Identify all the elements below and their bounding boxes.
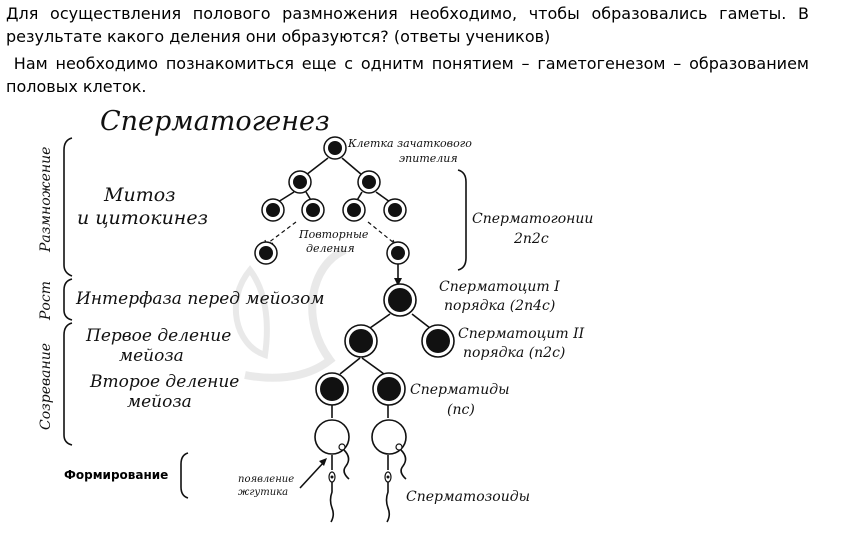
stage-maturation-label: Созревание (38, 343, 54, 430)
flagellum-arrow (299, 461, 325, 489)
lineage-lines (277, 157, 431, 470)
spermatogonia-formula: 2n2c (513, 231, 549, 247)
bracket-spermatogonia (457, 169, 467, 271)
flagellum-label-line1: появление (238, 474, 294, 485)
spermatocyte-1-cell (383, 283, 417, 317)
flagellum-label-line2: жгутика (238, 487, 288, 498)
forming-sperm-cell (314, 419, 407, 480)
spermatocyte-2-cell (344, 324, 455, 358)
stage-brackets (63, 137, 189, 499)
stage-formation-label: Формирование (64, 468, 168, 482)
mitosis-label: Митоз (103, 184, 176, 206)
meiosis1-label-line1: Первое деление (85, 326, 231, 346)
spermatids-label: Сперматиды (410, 382, 510, 398)
spermatocyte-1-formula: порядка (2n4c) (444, 298, 555, 314)
diagram-title: Сперматогенез (100, 106, 330, 137)
bracket-maturation (63, 322, 73, 446)
spermatocyte-2-formula: порядка (n2c) (463, 345, 565, 361)
spermatid-cell (315, 372, 406, 406)
gametogenesis-text: Нам необходимо познакомиться еще с однит… (6, 54, 809, 96)
bracket-formation (180, 452, 189, 499)
meiosis2-label-line1: Второе деление (89, 372, 239, 392)
gametogenesis-paragraph: Нам необходимо познакомиться еще с однит… (6, 52, 809, 98)
watermark-leaf-logo (232, 246, 347, 382)
interphase-label: Интерфаза перед мейозом (75, 289, 324, 309)
spermatocyte-1-label: Сперматоцит I (439, 279, 560, 295)
bracket-growth (63, 278, 73, 321)
spermatogonia-label: Сперматогонии (472, 211, 593, 227)
stage-reproduction-label: Размножение (38, 147, 54, 253)
spermatozoa-label: Сперматозоиды (406, 489, 530, 505)
spermatocyte-2-label: Сперматоцит II (458, 326, 585, 342)
bracket-reproduction (63, 137, 73, 277)
germ-cell (323, 136, 347, 160)
spermatogonium-cell (254, 170, 410, 265)
germ-cell-label-line1: Клетка зачаткового (347, 137, 472, 150)
spermatids-formula: (nc) (447, 402, 475, 418)
flagellum-arrowhead (319, 458, 327, 466)
cytokinesis-label: и цитокинез (77, 207, 208, 229)
meiosis1-label-line2: мейоза (119, 346, 184, 366)
germ-cell-label-line2: эпителия (399, 152, 458, 165)
spermatozoon-cell (328, 471, 392, 523)
stage-growth-label: Рост (38, 281, 54, 321)
cells (254, 136, 455, 523)
intro-paragraph: Для осуществления полового размножения н… (6, 4, 809, 46)
repeated-divisions-label-line2: деления (306, 242, 355, 255)
meiosis2-label-line2: мейоза (127, 392, 192, 412)
repeated-divisions-label-line1: Повторные (298, 228, 369, 241)
